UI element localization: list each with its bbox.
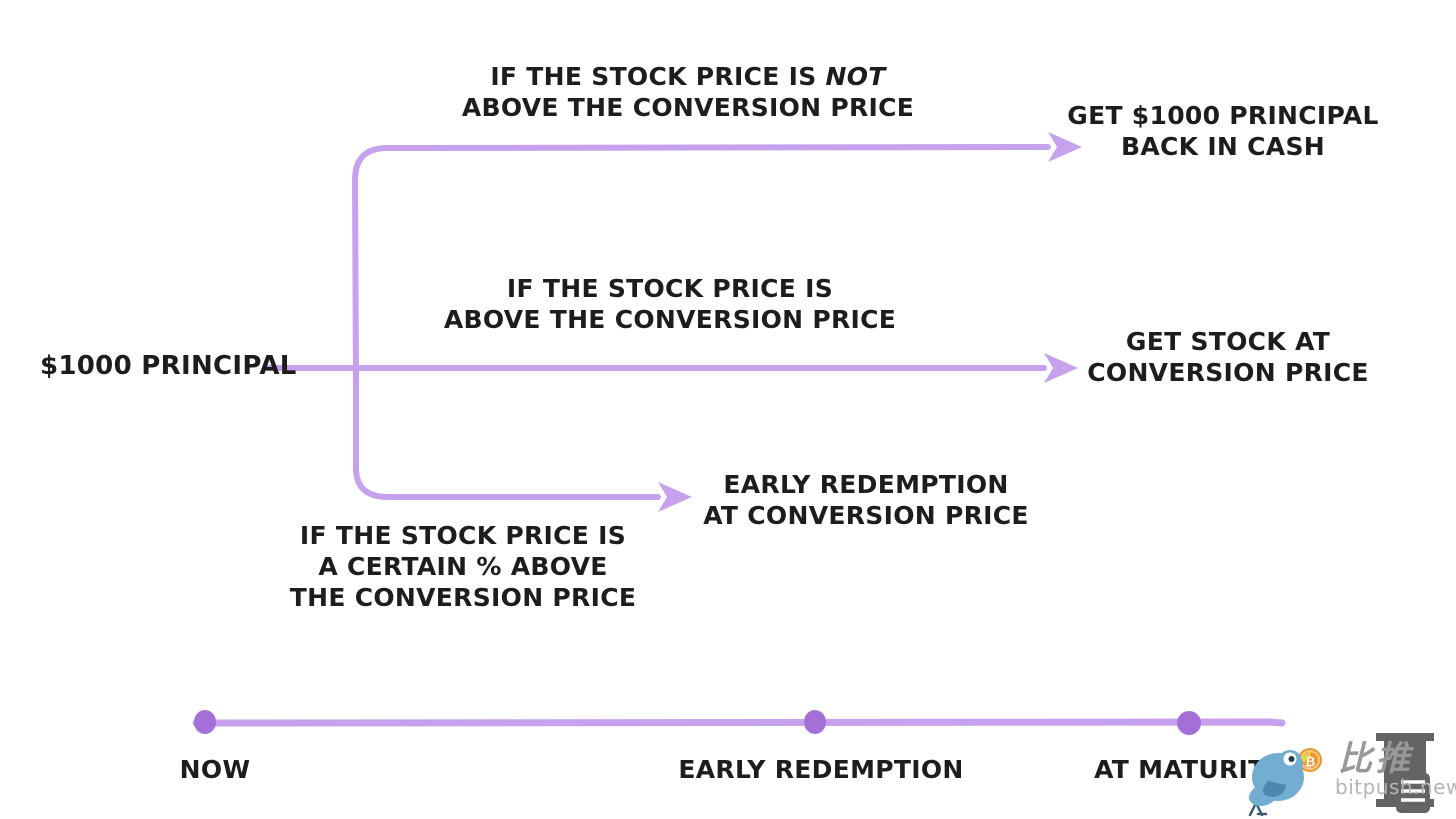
timeline-label-early-redemption: EARLY REDEMPTION [678, 755, 964, 784]
outcome-early-redemption: EARLY REDEMPTION AT CONVERSION PRICE [703, 470, 1029, 530]
condition-above: IF THE STOCK PRICE IS ABOVE THE CONVERSI… [443, 274, 897, 334]
timeline-dot-early-redemption [804, 710, 826, 734]
bottom-branch-line [353, 365, 661, 500]
watermark-en-text: bitpush.news [1335, 775, 1456, 799]
outcome-principal-back: GET $1000 PRINCIPAL BACK IN CASH [1067, 101, 1379, 161]
top-branch-line [351, 144, 1051, 383]
condition-not-above: IF THE STOCK PRICE IS NOT ABOVE THE CONV… [461, 62, 915, 122]
condition-certain-percent-above: IF THE STOCK PRICE IS A CERTAIN % ABOVE … [289, 521, 637, 612]
top-branch-arrowhead-icon [1048, 132, 1082, 162]
outcome-get-stock: GET STOCK AT CONVERSION PRICE [1087, 327, 1369, 387]
twitter-bird-icon [1248, 750, 1312, 817]
timeline-dot-now [194, 710, 216, 734]
svg-text:₿: ₿ [1305, 755, 1316, 770]
bitpush-logo-icon [1376, 733, 1434, 813]
timeline-dot-at-maturity [1177, 711, 1201, 735]
watermark-graphics: ₿ [1248, 733, 1434, 817]
main-branch-arrowhead-icon [1044, 353, 1078, 383]
watermark-cn-text: 比推 [1338, 739, 1414, 779]
principal-text: $1000 PRINCIPAL [40, 351, 297, 381]
bottom-branch-arrowhead-icon [658, 482, 692, 512]
bitpush-watermark: ₿ 比推 bitpush.news [1238, 725, 1456, 819]
principal-label: $1000 PRINCIPAL [40, 350, 297, 382]
timeline-label-now: NOW [179, 755, 251, 784]
timeline-line [192, 718, 1286, 727]
timeline-label-at-maturity: AT MATURITY [1094, 755, 1284, 784]
